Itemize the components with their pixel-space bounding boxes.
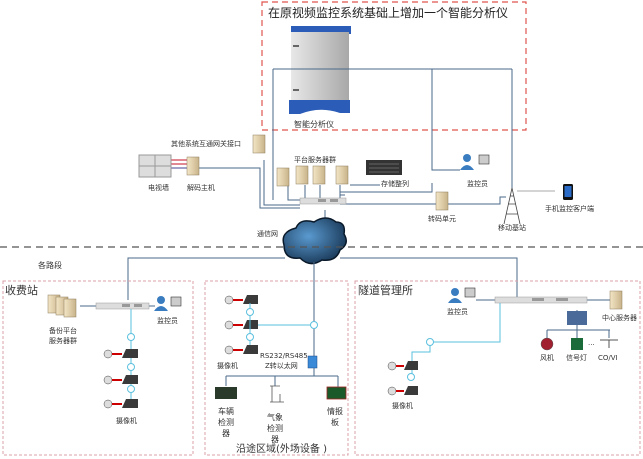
weather-detector-icon bbox=[270, 385, 284, 403]
decoder-label: 解码主机 bbox=[187, 183, 215, 192]
tunnel-switch-icon bbox=[494, 296, 588, 304]
analyzer-frame bbox=[261, 1, 527, 131]
mobile-client-label: 手机监控客户端 bbox=[545, 204, 594, 213]
toll-fiber-node-icons bbox=[127, 333, 135, 393]
ellipsis-label: ··· bbox=[588, 341, 595, 349]
video-cables bbox=[170, 159, 187, 169]
storage-label: 存储整列 bbox=[381, 179, 409, 188]
vehicle-detector-label-1: 车辆 bbox=[218, 406, 234, 416]
video-wall-label: 电视墙 bbox=[148, 183, 169, 192]
roadside-camera-label: 摄像机 bbox=[217, 361, 238, 370]
vehicle-detector-label-3: 器 bbox=[222, 429, 230, 438]
weather-detector-label-2: 检测 bbox=[267, 423, 283, 433]
backup-servers-label-1: 备份平台 bbox=[49, 326, 77, 335]
communication-network-cloud-icon bbox=[282, 217, 347, 265]
roadside-bus bbox=[225, 368, 339, 388]
branch-wiring bbox=[127, 257, 518, 356]
tunnel-fiber-node-icons bbox=[407, 338, 434, 381]
platform-servers-icon bbox=[276, 165, 349, 187]
storage-array-icon bbox=[366, 160, 402, 175]
toll-camera-label: 摄像机 bbox=[116, 416, 137, 425]
signal-label: 信号灯 bbox=[566, 353, 587, 362]
analyzer-label: 智能分析仪 bbox=[294, 119, 334, 129]
center-server-label: 中心服务器 bbox=[602, 313, 637, 322]
base-station-icon bbox=[503, 187, 521, 225]
transcoder-server-icon bbox=[435, 191, 449, 211]
roadside-camera-icons bbox=[224, 295, 258, 355]
toll-switch-icon bbox=[95, 302, 150, 310]
network-label: 通信网 bbox=[257, 229, 278, 238]
page-title: 在原视频监控系统基础上增加一个智能分析仪 bbox=[268, 5, 508, 20]
base-station-label: 移动基站 bbox=[498, 223, 526, 232]
signal-light-icon bbox=[571, 338, 583, 350]
top-wiring bbox=[194, 68, 555, 230]
fan-label: 风机 bbox=[540, 353, 554, 362]
toll-camera-icons bbox=[103, 349, 138, 409]
rs485-converter-icon bbox=[307, 355, 318, 369]
monitor-operator-icon bbox=[460, 154, 490, 170]
tunnel-wiring bbox=[476, 299, 610, 338]
platform-servers-label: 平台服务器群 bbox=[294, 155, 336, 164]
covi-label: CO/VI bbox=[598, 354, 618, 362]
tunnel-title: 隧道管理所 bbox=[358, 283, 413, 297]
info-board-label-1: 情报 bbox=[327, 406, 343, 416]
monitor-label-top: 监控员 bbox=[467, 179, 488, 188]
tunnel-controller-icon bbox=[567, 311, 587, 325]
converter-label-2: Z转以太网 bbox=[265, 361, 298, 370]
info-board-label-2: 板 bbox=[331, 417, 339, 427]
gateway-label: 其他系统互通网关接口 bbox=[171, 139, 241, 148]
roadside-frame bbox=[204, 280, 349, 456]
gateway-server-icon bbox=[252, 134, 266, 154]
backup-servers-icon bbox=[47, 294, 77, 318]
transcoder-label: 转码单元 bbox=[428, 214, 456, 223]
intelligent-analyzer-icon bbox=[289, 26, 351, 114]
tunnel-fiber-lines bbox=[411, 303, 501, 380]
roadside-fiber-lines bbox=[249, 303, 314, 345]
vehicle-detector-icon bbox=[215, 387, 237, 399]
decoder-server-icon bbox=[186, 156, 200, 176]
toll-monitor-label: 监控员 bbox=[157, 316, 178, 325]
roadside-title: 沿途区域(外场设备 ) bbox=[236, 442, 327, 455]
toll-station-title: 收费站 bbox=[5, 283, 38, 297]
tunnel-camera-icons bbox=[387, 361, 418, 396]
roadside-fiber-node-icons bbox=[246, 308, 318, 341]
weather-detector-label-1: 气象 bbox=[267, 412, 283, 422]
toll-monitor-operator-icon bbox=[154, 296, 182, 311]
covi-sensor-icon bbox=[600, 339, 618, 348]
fan-icon bbox=[540, 337, 554, 351]
tunnel-monitor-operator-icon bbox=[448, 287, 476, 303]
center-server-icon bbox=[609, 290, 623, 310]
info-board-icon bbox=[326, 386, 347, 400]
weather-detector-label-3: 器 bbox=[271, 435, 279, 444]
converter-label-1: RS232/RS485 bbox=[260, 352, 308, 360]
backup-servers-label-2: 服务器群 bbox=[49, 336, 77, 345]
toll-station-frame bbox=[2, 280, 194, 456]
core-switch-icon bbox=[299, 197, 347, 205]
tunnel-camera-label: 摄像机 bbox=[392, 401, 413, 410]
tunnel-monitor-label: 监控员 bbox=[447, 307, 468, 316]
mobile-phone-icon bbox=[563, 184, 573, 200]
vehicle-detector-label-2: 检测 bbox=[218, 417, 234, 427]
video-wall-icon bbox=[138, 154, 172, 178]
tunnel-frame bbox=[354, 280, 641, 456]
section-label: 各路段 bbox=[38, 260, 62, 270]
